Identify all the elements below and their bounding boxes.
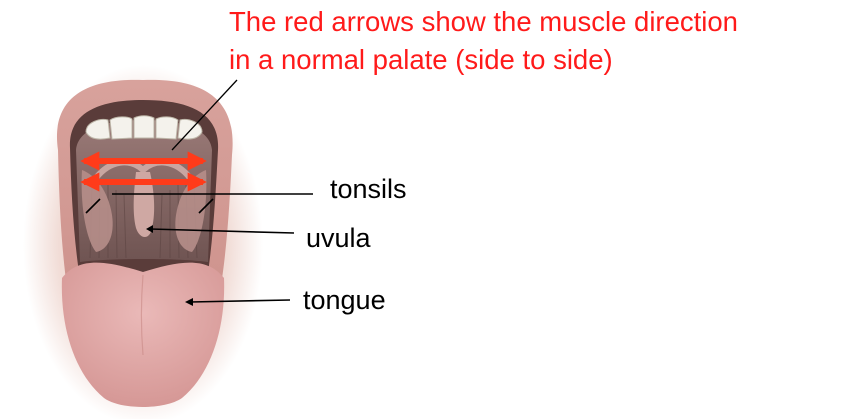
- label-tongue: tongue: [303, 284, 386, 316]
- caption-line-1: The red arrows show the muscle direction: [229, 3, 738, 41]
- label-uvula: uvula: [306, 222, 371, 254]
- caption: The red arrows show the muscle direction…: [229, 3, 738, 79]
- caption-line-2: in a normal palate (side to side): [229, 41, 738, 79]
- label-tonsils: tonsils: [330, 173, 407, 205]
